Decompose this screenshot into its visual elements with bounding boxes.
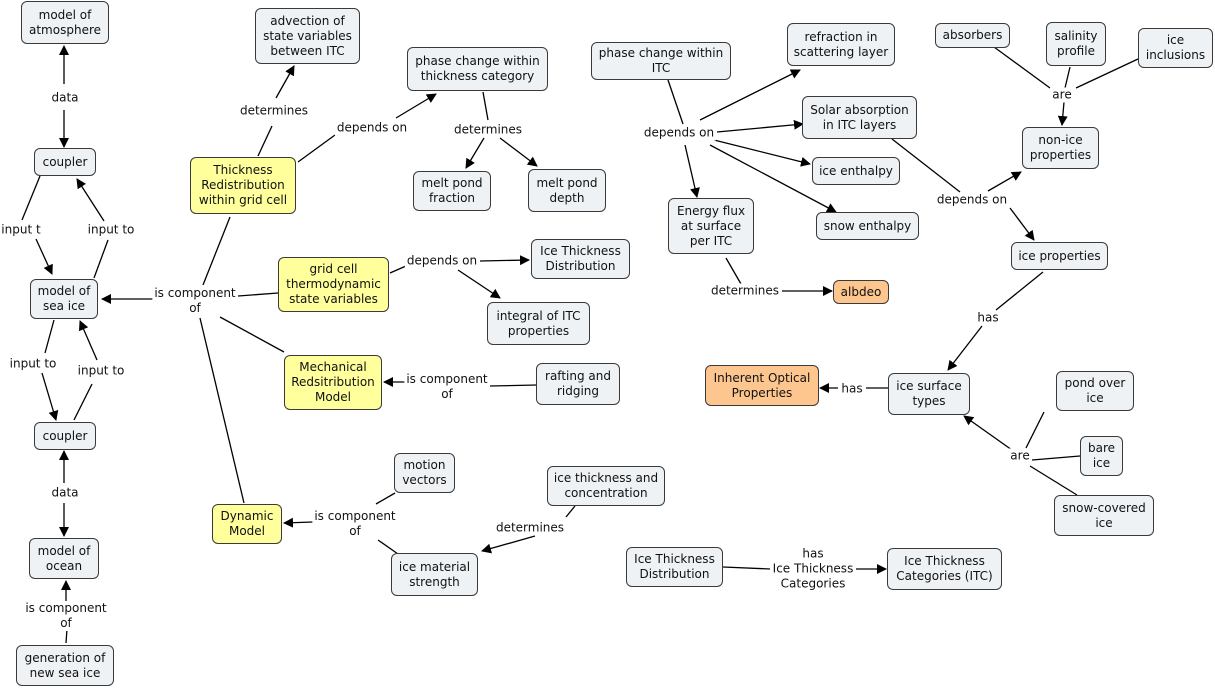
link-label-is-component-of: is component of — [23, 601, 109, 631]
node-melt-pond-fraction[interactable]: melt pond fraction — [413, 171, 491, 211]
node-generation-of-new-sea-ice[interactable]: generation of new sea ice — [16, 645, 114, 686]
node-model-of-atmosphere[interactable]: model of atmosphere — [21, 1, 109, 44]
node-coupler-top[interactable]: coupler — [34, 148, 96, 176]
link-label-has: has — [975, 310, 1001, 326]
node-ice-material-strength[interactable]: ice material strength — [391, 553, 478, 596]
node-energy-flux-at-surface[interactable]: Energy flux at surface per ITC — [668, 198, 754, 254]
node-albedo[interactable]: albdeo — [833, 280, 889, 304]
node-pond-over-ice[interactable]: pond over ice — [1056, 371, 1134, 411]
node-mechanical-redistribution-model[interactable]: Mechanical Redsitribution Model — [284, 355, 382, 410]
link-label-determines: determines — [237, 103, 311, 119]
node-motion-vectors[interactable]: motion vectors — [394, 453, 455, 493]
node-ice-thickness-categories[interactable]: Ice Thickness Categories (ITC) — [887, 548, 1002, 590]
link-label-determines: determines — [451, 122, 525, 138]
node-model-of-sea-ice[interactable]: model of sea ice — [30, 279, 98, 319]
link-label-depends-on: depends on — [641, 125, 717, 141]
link-label-are: are — [1008, 448, 1032, 464]
node-model-of-ocean[interactable]: model of ocean — [29, 538, 99, 579]
node-rafting-and-ridging[interactable]: rafting and ridging — [536, 363, 620, 405]
link-label-data-top: data — [49, 90, 81, 106]
link-label-input-t: input t — [0, 222, 43, 238]
node-advection[interactable]: advection of state variables between ITC — [255, 8, 360, 64]
link-label-depends-on: depends on — [404, 253, 480, 269]
link-label-is-component-of: is component of — [152, 286, 238, 316]
node-grid-cell-thermodynamic[interactable]: grid cell thermodynamic state variables — [278, 257, 389, 312]
node-refraction-in-scattering-layer[interactable]: refraction in scattering layer — [787, 23, 895, 66]
node-coupler-bottom[interactable]: coupler — [34, 422, 96, 450]
link-label-input-to: input to — [7, 356, 59, 372]
link-label-input-to: input to — [85, 222, 137, 238]
node-thickness-redistribution[interactable]: Thickness Redistribution within grid cel… — [190, 157, 296, 214]
node-ice-properties[interactable]: ice properties — [1011, 242, 1108, 270]
node-inherent-optical-properties[interactable]: Inherent Optical Properties — [705, 365, 819, 406]
node-absorbers[interactable]: absorbers — [935, 23, 1010, 48]
link-label-determines: determines — [708, 283, 782, 299]
node-integral-of-itc-properties[interactable]: integral of ITC properties — [487, 302, 590, 345]
node-ice-thickness-and-concentration[interactable]: ice thickness and concentration — [547, 466, 665, 506]
node-ice-enthalpy[interactable]: ice enthalpy — [812, 157, 900, 185]
node-phase-change-within-itc[interactable]: phase change within ITC — [591, 42, 731, 80]
node-melt-pond-depth[interactable]: melt pond depth — [528, 169, 606, 212]
link-label-input-to: input to — [75, 363, 127, 379]
link-label-depends-on: depends on — [934, 192, 1010, 208]
node-phase-change-thickness-category[interactable]: phase change within thickness category — [407, 47, 548, 91]
link-label-data-bottom: data — [49, 485, 81, 501]
link-label-has-ice-thickness-categories: has Ice Thickness Categories — [770, 546, 856, 592]
link-label-determines: determines — [493, 520, 567, 536]
node-solar-absorption[interactable]: Solar absorption in ITC layers — [802, 96, 917, 139]
node-dynamic-model[interactable]: Dynamic Model — [212, 504, 282, 544]
node-ice-thickness-distribution-bottom[interactable]: Ice Thickness Distribution — [626, 547, 723, 587]
node-non-ice-properties[interactable]: non-ice properties — [1022, 127, 1099, 169]
link-label-is-component-of: is component of — [404, 372, 490, 402]
node-ice-inclusions[interactable]: ice inclusions — [1138, 28, 1213, 68]
node-ice-surface-types[interactable]: ice surface types — [888, 373, 970, 415]
node-salinity-profile[interactable]: salinity profile — [1046, 22, 1106, 66]
link-label-has: has — [839, 381, 865, 397]
node-ice-thickness-distribution-top[interactable]: Ice Thickness Distribution — [531, 239, 630, 279]
node-snow-enthalpy[interactable]: snow enthalpy — [816, 212, 919, 240]
link-label-are: are — [1050, 87, 1074, 103]
node-snow-covered-ice[interactable]: snow-covered ice — [1054, 495, 1154, 536]
link-label-depends-on: depends on — [334, 120, 410, 136]
link-label-is-component-of: is component of — [312, 509, 398, 539]
node-bare-ice[interactable]: bare ice — [1080, 436, 1123, 476]
